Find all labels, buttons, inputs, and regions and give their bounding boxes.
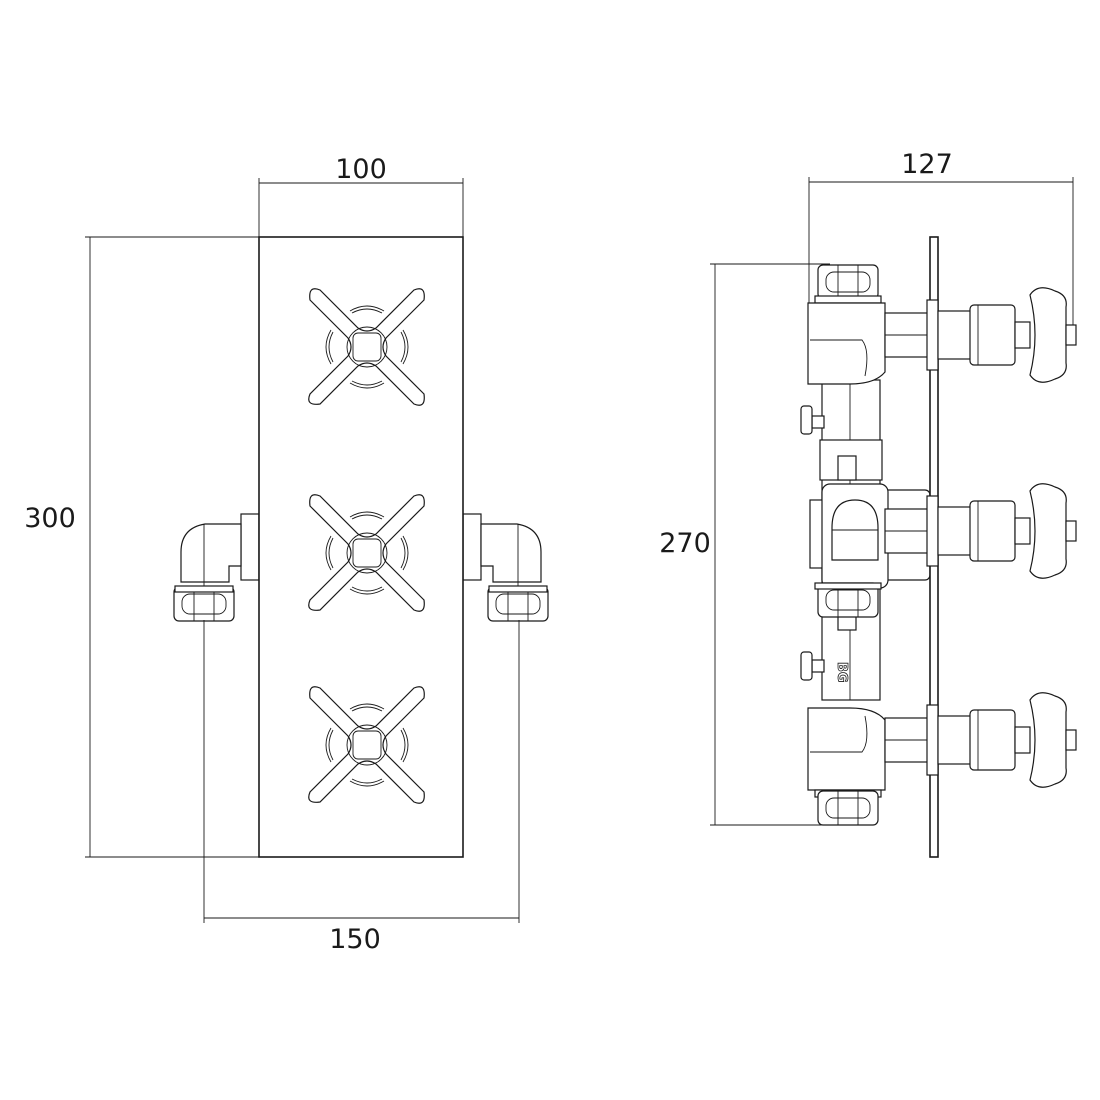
front-view: 100 300 150	[24, 154, 549, 955]
dimension-label-150: 150	[329, 924, 381, 955]
body-marking: BG	[834, 662, 849, 683]
dimension-label-127: 127	[901, 149, 953, 180]
side-view: BG 127 270	[659, 149, 1077, 858]
dimension-label-270: 270	[659, 528, 711, 559]
isolation-screw-bottom	[800, 651, 825, 681]
side-handle-top	[884, 287, 1077, 383]
dimension-height: 300	[24, 236, 259, 858]
dimension-label-300: 300	[24, 503, 76, 534]
thermostatic-cartridge-body	[809, 483, 931, 618]
dimension-width: 100	[258, 154, 464, 237]
side-handle-bottom	[884, 692, 1077, 788]
dimension-label-100: 100	[335, 154, 387, 185]
dimension-depth: 127	[808, 149, 1074, 325]
isolation-screw-top	[800, 405, 825, 435]
bottom-valve-body	[807, 707, 886, 826]
top-valve-body	[807, 264, 886, 385]
dimension-side-height: 270	[659, 263, 830, 826]
right-inlet-elbow	[462, 513, 549, 622]
left-inlet-elbow	[173, 513, 260, 622]
dimension-inlet-spacing: 150	[203, 620, 520, 955]
